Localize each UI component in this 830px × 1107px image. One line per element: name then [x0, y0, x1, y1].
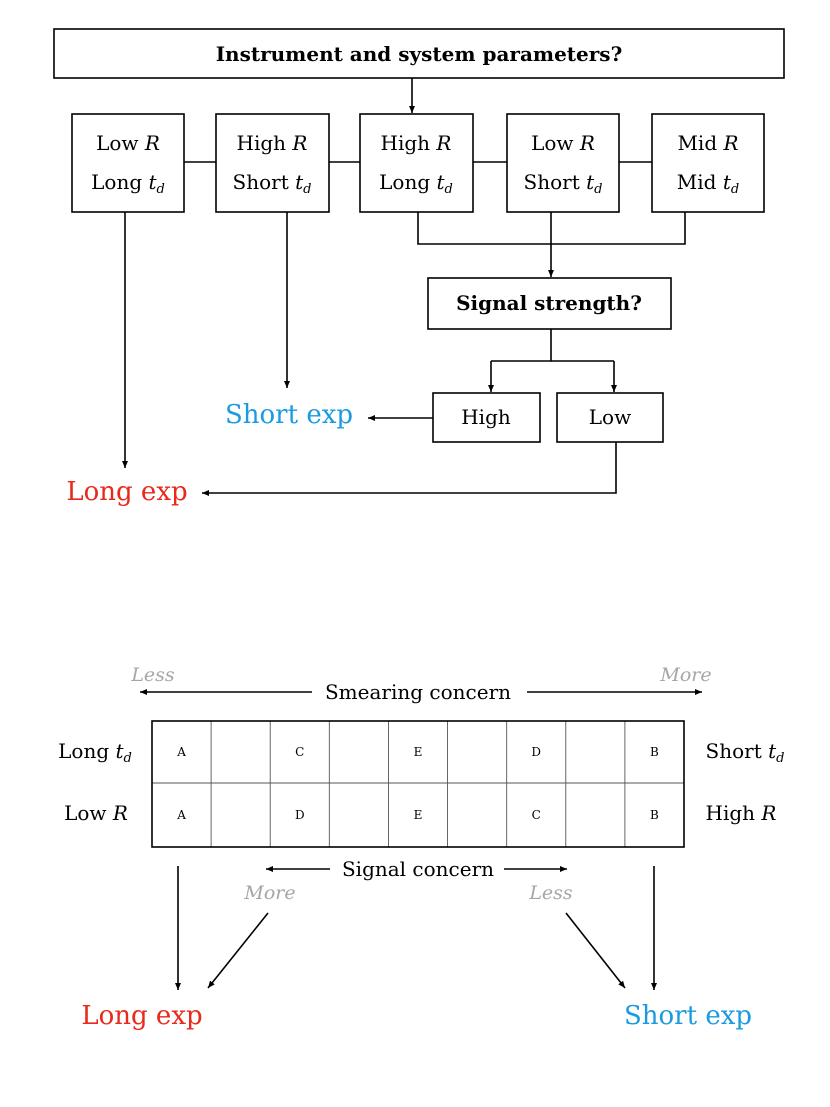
row1-left-label: Long td [58, 739, 132, 766]
grid-cell-label: A [176, 745, 186, 759]
param-box-2 [215, 113, 330, 213]
signal-concern-label: Signal concern [342, 857, 494, 881]
parameters-question: Instrument and system parameters? [216, 42, 623, 66]
param-box-4-td: Short td [524, 170, 603, 197]
arrow-low-long-exp [202, 442, 617, 496]
param-box-5-td: Mid td [677, 170, 739, 197]
smearing-less-label: Less [130, 664, 175, 686]
row1-right-label: Short td [706, 739, 785, 766]
param-box-3-td: Long td [379, 170, 453, 197]
grid-cell-label: D [531, 745, 541, 759]
param-box-5-r: Mid R [677, 131, 738, 155]
short-exp-bottom: Short exp [624, 1001, 752, 1031]
short-exp-top: Short exp [225, 400, 353, 430]
param-box-2-r: High R [237, 131, 308, 155]
smearing-concern-label: Smearing concern [325, 680, 511, 704]
signal-low-label: Low [589, 405, 631, 429]
param-box-3-r: High R [381, 131, 452, 155]
arrow-more-signal-long-exp [207, 912, 269, 989]
param-box-1-r: Low R [96, 131, 160, 155]
grid-frame [151, 720, 685, 848]
row2-left-label: Low R [64, 801, 128, 825]
bottom-scale: Less More Smearing concern A C E D B A D E C B Lo… [58, 664, 784, 1031]
signal-more-label: More [243, 882, 295, 904]
parameters-question-box [53, 28, 785, 79]
signal-high-label: High [461, 405, 511, 429]
param-box-2-td: Short td [233, 170, 312, 197]
arrow-less-signal-short-exp [565, 912, 626, 989]
top-flowchart-labels: Instrument and system parameters? Low R … [66, 42, 739, 507]
signal-less-label: Less [528, 882, 573, 904]
grid-cell-label: B [650, 808, 659, 822]
long-exp-bottom: Long exp [81, 1001, 202, 1031]
smearing-more-label: More [659, 664, 711, 686]
signal-strength-question: Signal strength? [456, 291, 642, 315]
grid-cell-label: A [176, 808, 186, 822]
grid-cell-label: D [295, 808, 305, 822]
grid-cell-label: E [414, 745, 423, 759]
top-flowchart [53, 28, 785, 496]
long-exp-top: Long exp [66, 477, 187, 507]
row2-right-label: High R [706, 801, 777, 825]
grid-cell-label: C [295, 745, 304, 759]
scale-grid: A C E D B A D E C B [151, 720, 685, 848]
param-box-5 [651, 113, 765, 213]
split-line [491, 329, 552, 362]
param-box-1 [71, 113, 185, 213]
low-box [556, 392, 664, 443]
param-box-4 [506, 113, 620, 213]
param-box-4-r: Low R [531, 131, 595, 155]
param-box-1-td: Long td [91, 170, 165, 197]
grid-cell-label: C [532, 808, 541, 822]
param-box-3 [359, 113, 474, 213]
grid-cell-label: B [650, 745, 659, 759]
signal-strength-box [427, 277, 672, 330]
grid-cell-label: E [414, 808, 423, 822]
